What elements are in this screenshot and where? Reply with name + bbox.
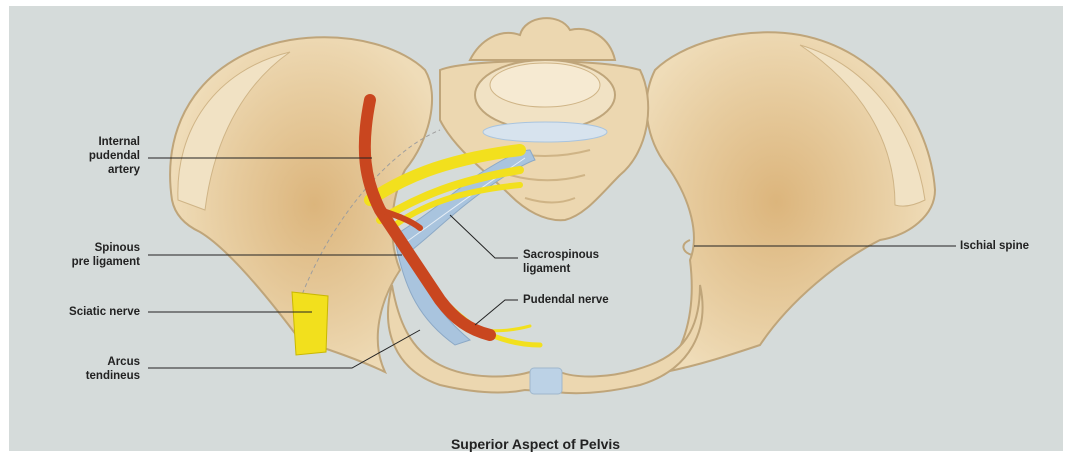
label-line: Sacrospinous (523, 248, 599, 262)
label-line: Pudendal nerve (523, 293, 609, 307)
label-ischial-spine: Ischial spine (960, 239, 1029, 253)
vertebral-body-top (490, 63, 600, 107)
label-line: pre ligament (72, 255, 140, 269)
pubic-symphysis (530, 368, 562, 394)
label-internal-pudendal-artery: Internal pudendal artery (89, 135, 140, 177)
label-line: Spinous (72, 241, 140, 255)
label-line: Arcus (86, 355, 140, 369)
label-line: tendineus (86, 369, 140, 383)
intervertebral-disc (483, 122, 607, 142)
vertebral-process (470, 18, 615, 60)
label-line: artery (89, 163, 140, 177)
diagram-caption: Superior Aspect of Pelvis (0, 436, 1071, 452)
label-line: pudendal (89, 149, 140, 163)
right-iliac-wing (647, 32, 935, 372)
leader-line-pudendal-nerve (475, 300, 518, 325)
label-line: Internal (89, 135, 140, 149)
label-sciatic-nerve: Sciatic nerve (69, 305, 140, 319)
leader-line-sacrospinous-ligament (450, 215, 518, 258)
ischial-spine (683, 240, 692, 255)
label-line: Sciatic nerve (69, 305, 140, 319)
label-spinous-pre-ligament: Spinous pre ligament (72, 241, 140, 269)
label-arcus-tendineus: Arcus tendineus (86, 355, 140, 383)
label-sacrospinous-ligament: Sacrospinous ligament (523, 248, 599, 276)
label-line: ligament (523, 262, 599, 276)
label-line: Ischial spine (960, 239, 1029, 253)
sciatic-nerve (292, 292, 328, 355)
label-pudendal-nerve: Pudendal nerve (523, 293, 609, 307)
